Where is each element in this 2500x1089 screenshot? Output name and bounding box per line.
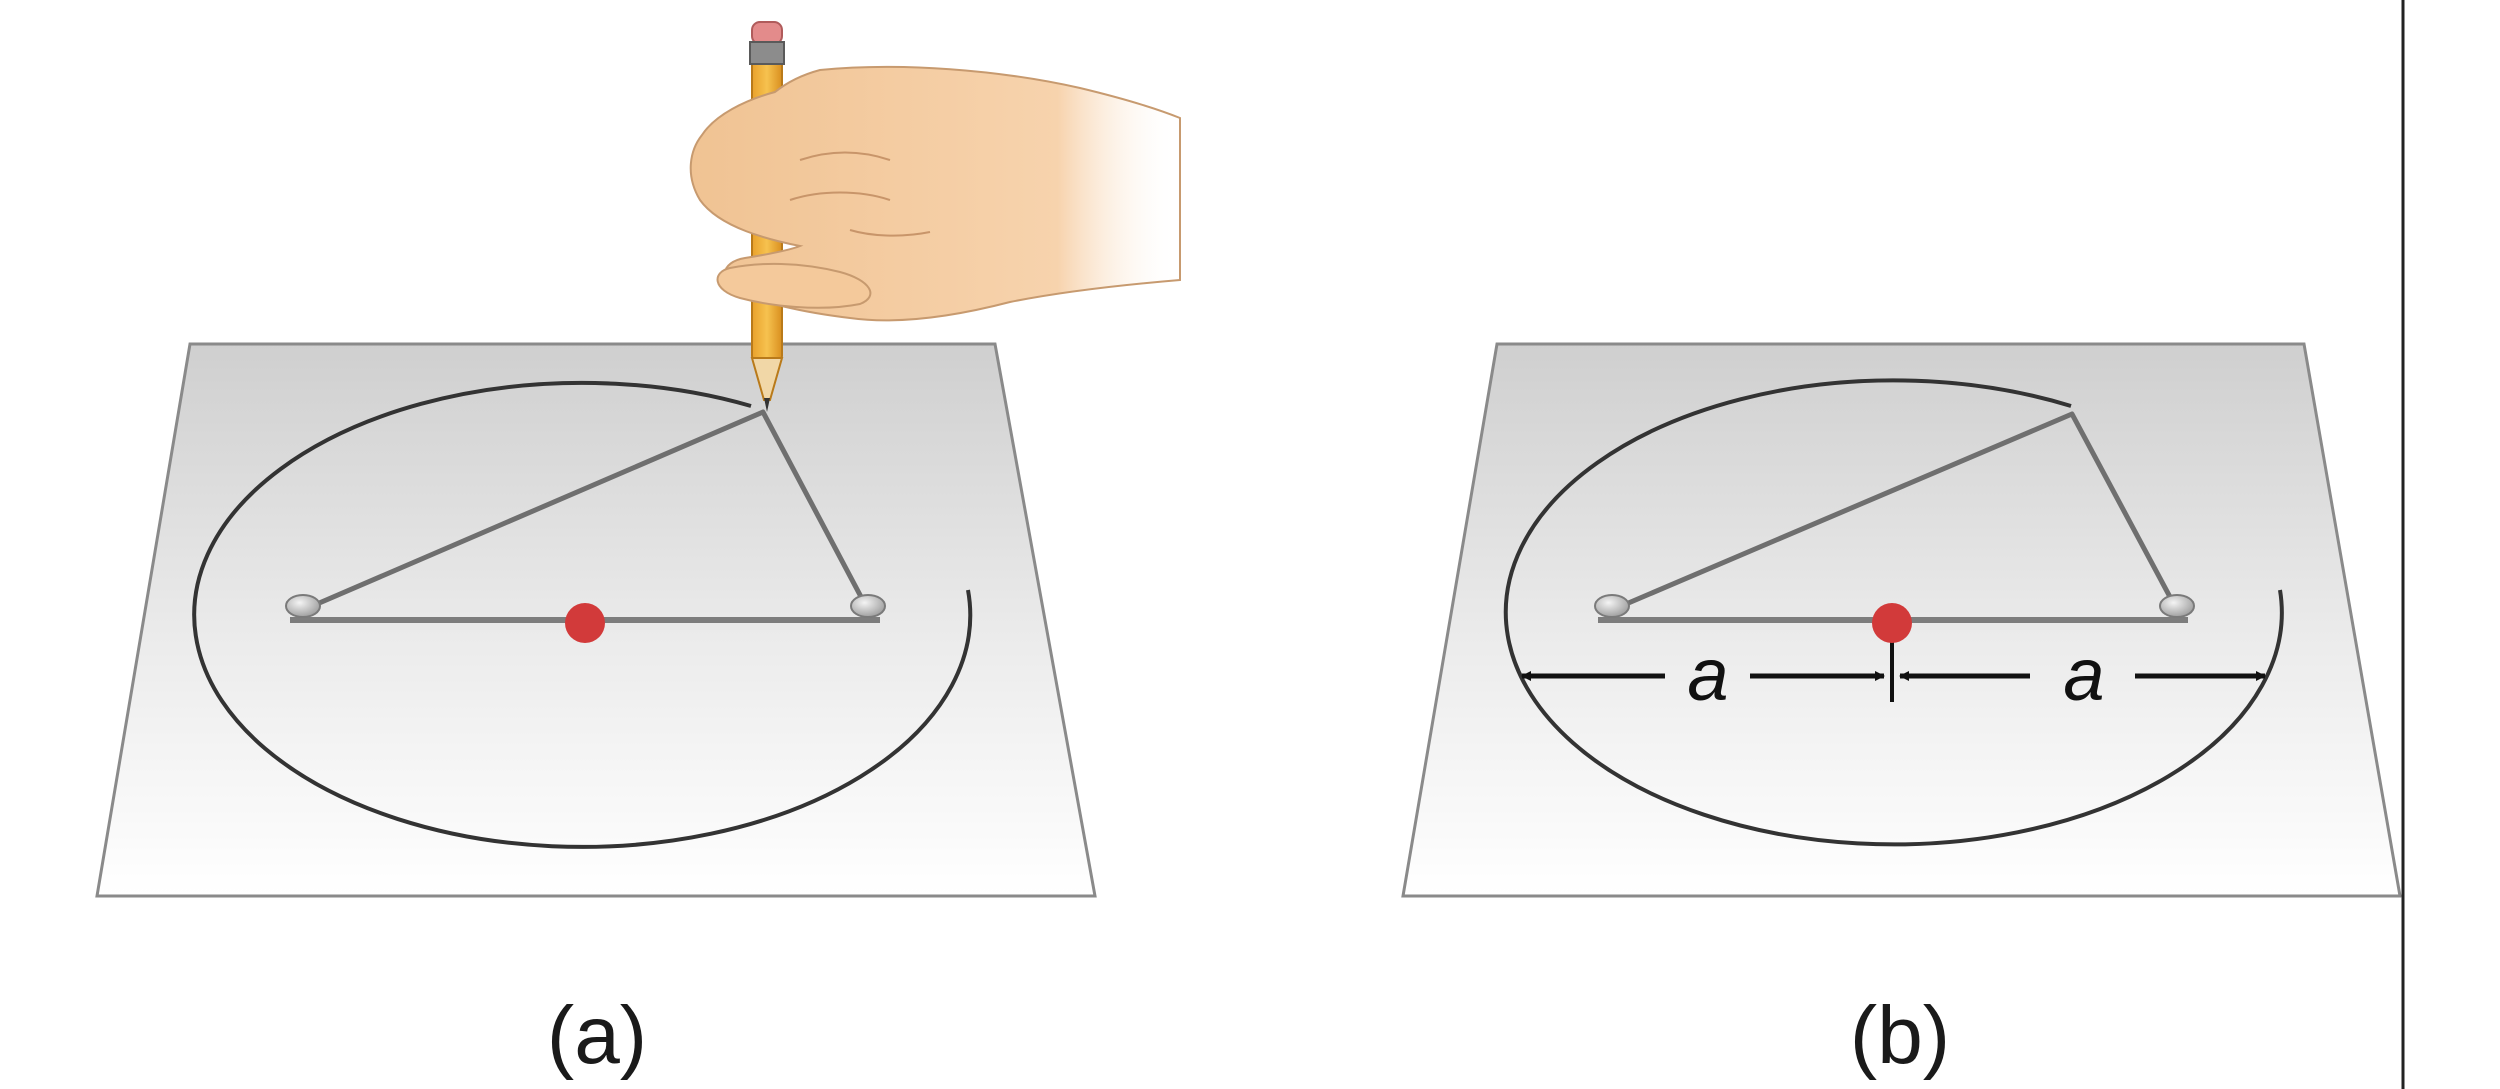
dimension-label-a-right: a — [2063, 633, 2104, 716]
pencil-tip — [764, 398, 770, 412]
right-pin-b — [2159, 594, 2195, 618]
panel-b: a a (b) — [1401, 342, 2402, 1081]
pencil-eraser — [751, 21, 783, 45]
center-dot-b — [1872, 603, 1912, 643]
panel-label-b: (b) — [1850, 990, 1950, 1081]
left-pin-b — [1594, 594, 1630, 618]
panel-a: (a) — [95, 21, 1181, 1081]
center-dot-a — [565, 603, 605, 643]
string-b — [1611, 411, 2180, 613]
string-a — [302, 409, 871, 613]
hand-with-pencil — [689, 21, 1181, 412]
finger-crease-1 — [789, 191, 891, 201]
finger-crease-3 — [849, 229, 931, 237]
pencil-ferrule — [749, 41, 785, 65]
right-pin-a — [850, 594, 886, 618]
pencil-cone — [750, 357, 784, 401]
left-pin-a — [285, 594, 321, 618]
panel-label-a: (a) — [547, 990, 647, 1081]
dimension-label-a-left: a — [1687, 633, 1728, 716]
ellipse-curve-b — [1503, 378, 2284, 847]
finger-crease-2 — [799, 151, 891, 161]
thumb — [716, 262, 872, 309]
ellipse-curve-a — [192, 380, 973, 849]
